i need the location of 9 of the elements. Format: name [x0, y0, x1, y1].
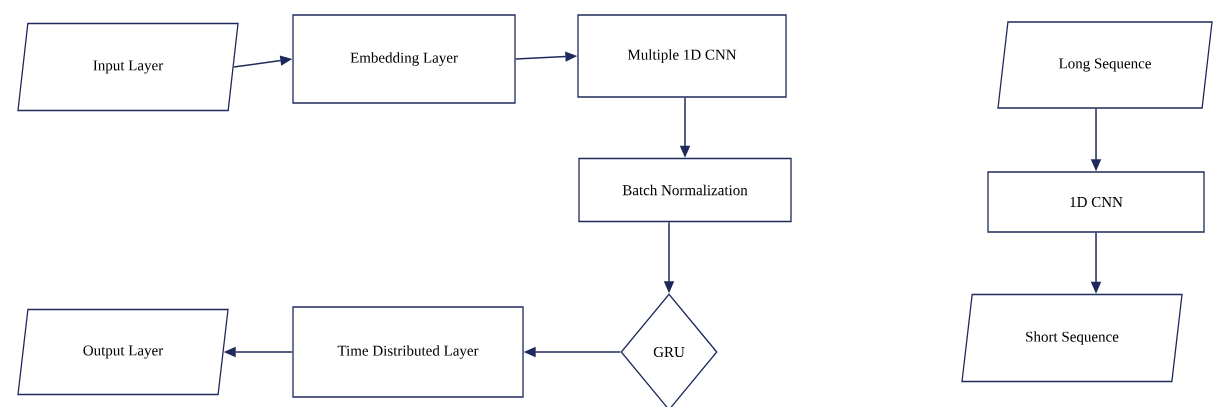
- parallelogram-box: Input Layer: [17, 22, 239, 112]
- parallelogram-box: Long Sequence: [997, 21, 1213, 109]
- parallelogram-box: Output Layer: [17, 308, 229, 396]
- process-box: Time Distributed Layer: [292, 306, 524, 398]
- process-box: Embedding Layer: [292, 14, 516, 104]
- process-box: 1D CNN: [987, 171, 1205, 233]
- process-box: Multiple 1D CNN: [577, 14, 787, 98]
- parallelogram-box: Short Sequence: [961, 293, 1183, 383]
- process-box: Batch Normalization: [578, 157, 792, 223]
